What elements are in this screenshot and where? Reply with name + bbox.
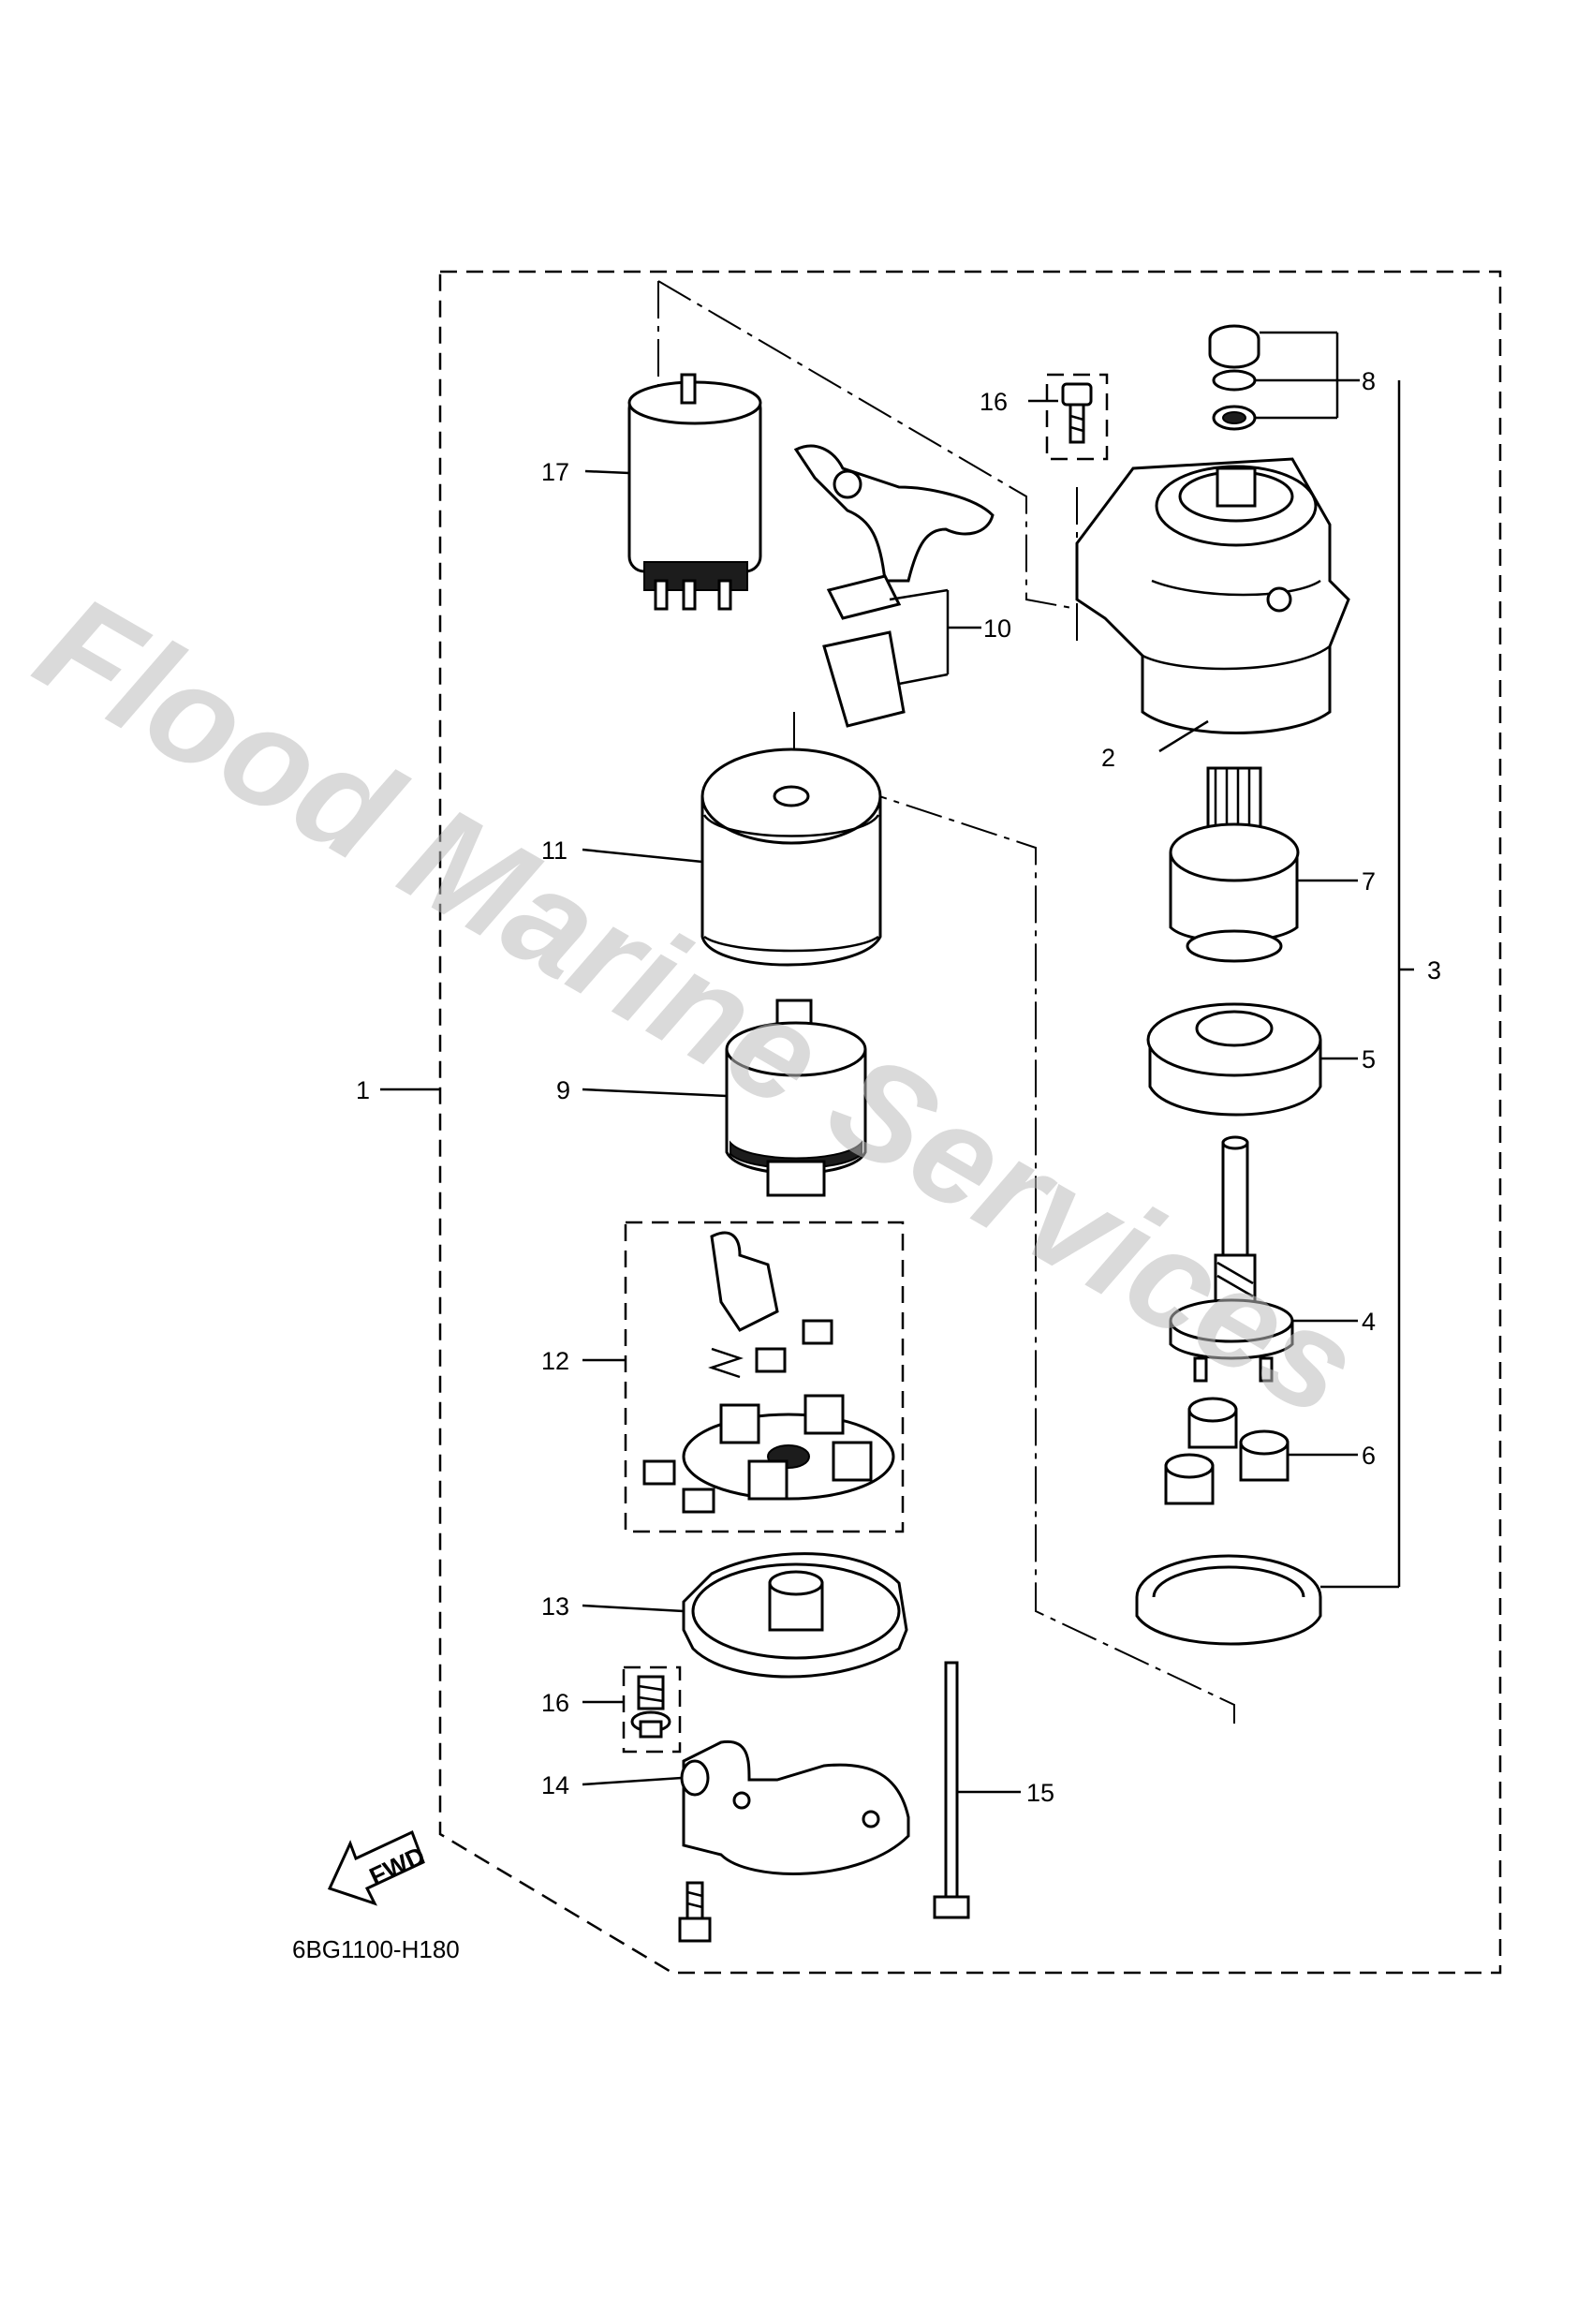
bolt-box-lower [622, 1665, 682, 1754]
planet-gears-part [1164, 1397, 1290, 1505]
callout-12: 12 [541, 1347, 569, 1375]
internal-gear-part [1146, 1002, 1322, 1117]
leader-lines [380, 331, 1414, 1794]
diagram-code: 6BG1100-H180 [292, 1935, 460, 1963]
screw-lower-part [678, 1881, 712, 1943]
callout-13: 13 [541, 1592, 569, 1621]
callout-1: 1 [356, 1076, 370, 1104]
rear-cover-part [680, 1739, 910, 1875]
callout-15: 15 [1026, 1779, 1054, 1807]
callout-8: 8 [1362, 367, 1376, 395]
callout-5: 5 [1362, 1045, 1376, 1073]
through-bolt-part [933, 1661, 970, 1919]
armature-part [725, 999, 867, 1197]
rear-bracket-part [682, 1552, 908, 1679]
callout-9: 9 [556, 1076, 570, 1104]
shift-lever-part [793, 444, 995, 728]
callout-2: 2 [1101, 744, 1115, 772]
brush-holder-part [642, 1231, 895, 1514]
callout-11: 11 [541, 836, 567, 865]
shaft-part [1169, 1135, 1294, 1383]
callout-4: 4 [1362, 1308, 1376, 1336]
callout-labels: 1 2 3 4 5 6 7 8 9 10 11 12 13 14 15 16 1… [356, 367, 1441, 1807]
callout-16-lower: 16 [541, 1689, 569, 1717]
yoke-part [700, 748, 882, 967]
pinion-clutch-part [1169, 766, 1300, 963]
callout-16-upper: 16 [980, 388, 1008, 416]
ring-part [1135, 1554, 1322, 1646]
fwd-arrow-icon: FWD [327, 1829, 429, 1906]
bolt-upper-part [1061, 382, 1093, 444]
callout-17: 17 [541, 458, 569, 486]
callout-3: 3 [1427, 956, 1441, 984]
front-housing-part [1075, 457, 1350, 734]
caps-part [1208, 324, 1260, 431]
bolt-box-upper [1045, 373, 1109, 461]
callout-7: 7 [1362, 867, 1376, 896]
callout-10: 10 [983, 614, 1011, 643]
callout-14: 14 [541, 1771, 569, 1799]
brush-kit-boundary [624, 1221, 905, 1533]
callout-6: 6 [1362, 1442, 1376, 1470]
assembly-boundary [438, 270, 1502, 1975]
bolt-lower-part [630, 1675, 671, 1739]
solenoid-part [627, 373, 762, 611]
